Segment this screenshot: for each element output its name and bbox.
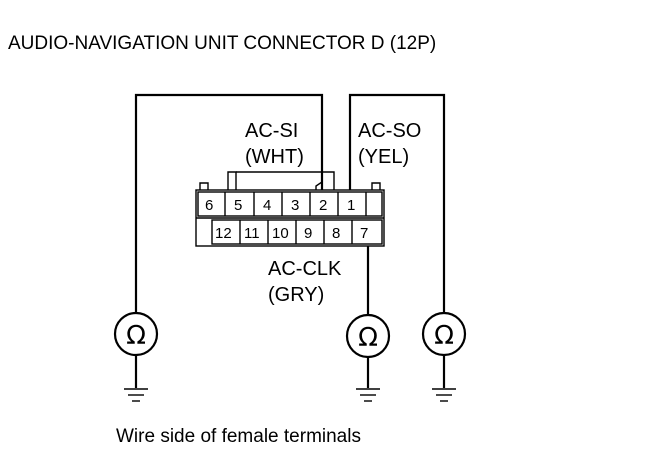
wires — [134, 93, 446, 314]
pin-label: 12 — [215, 225, 232, 242]
pin-label: 8 — [332, 225, 340, 242]
pin-label: 6 — [205, 197, 213, 214]
ground-icon — [356, 388, 380, 402]
ohmmeter-middle: Ω — [345, 313, 391, 402]
ohmmeter-right: Ω — [421, 311, 467, 402]
ohm-icon: Ω — [126, 321, 146, 351]
ohm-icon: Ω — [434, 321, 454, 351]
pin-label: 2 — [319, 197, 327, 214]
pin-label: 3 — [291, 197, 299, 214]
ohm-icon: Ω — [358, 323, 378, 353]
diagram-caption: Wire side of female terminals — [116, 426, 361, 447]
pin-label: 7 — [360, 225, 368, 242]
pin-label: 11 — [244, 225, 260, 242]
ground-icon — [432, 388, 456, 402]
ohmmeter-left: Ω — [113, 311, 159, 402]
pin-label: 5 — [234, 197, 242, 214]
signal-color-ac-si: (WHT) — [245, 146, 304, 168]
signal-name-ac-so: AC-SO — [358, 120, 421, 142]
pin-label: 4 — [263, 197, 271, 214]
pin-label: 9 — [304, 225, 312, 242]
signal-color-ac-clk: (GRY) — [268, 284, 324, 306]
pin-label: 10 — [272, 225, 289, 242]
pin-label: 1 — [347, 197, 355, 214]
connector-d — [195, 171, 385, 247]
diagram-title: AUDIO-NAVIGATION UNIT CONNECTOR D (12P) — [8, 33, 436, 54]
signal-name-ac-si: AC-SI — [245, 120, 298, 142]
signal-name-ac-clk: AC-CLK — [268, 258, 342, 280]
ground-icon — [124, 388, 148, 402]
signal-color-ac-so: (YEL) — [358, 146, 409, 168]
